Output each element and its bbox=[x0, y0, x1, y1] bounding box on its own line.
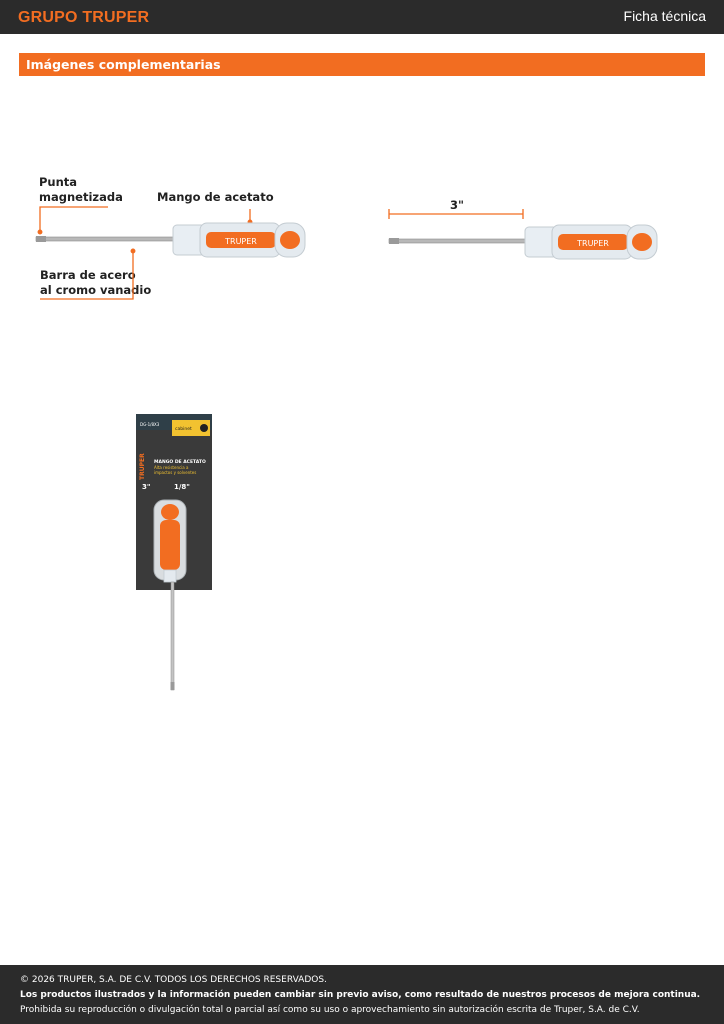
dimension-label: 3" bbox=[450, 198, 464, 212]
handle-logo-text-2: TRUPER bbox=[576, 239, 609, 248]
footer-notice: Los productos ilustrados y la informació… bbox=[20, 990, 701, 1000]
package-badge: cabinet bbox=[175, 426, 192, 432]
package-brand-vertical: TRUPER bbox=[139, 453, 146, 480]
callout-tip-label: Punta magnetizada bbox=[39, 175, 123, 204]
package-line2: Alta resistencia a bbox=[154, 465, 189, 470]
package-line3: impactos y solventes bbox=[154, 470, 196, 475]
footer-copyright: © 2026 TRUPER, S.A. DE C.V. TODOS LOS DE… bbox=[20, 975, 327, 985]
package-line1: MANGO DE ACETATO bbox=[154, 459, 206, 465]
packaged-product-image: DG-1/8X3 cabinet TRUPER MANGO DE ACETATO… bbox=[136, 414, 212, 691]
callout-handle-label: Mango de acetato bbox=[157, 190, 274, 204]
brand-logo: GRUPO TRUPER bbox=[18, 9, 150, 26]
handle-logo-text: TRUPER bbox=[224, 237, 257, 246]
document-type: Ficha técnica bbox=[623, 8, 706, 24]
footer: © 2026 TRUPER, S.A. DE C.V. TODOS LOS DE… bbox=[0, 965, 724, 1024]
top-bar: GRUPO TRUPER Ficha técnica bbox=[0, 0, 724, 34]
section-header: Imágenes complementarias bbox=[19, 53, 705, 76]
callout-bar-label: Barra de acero al cromo vanadio bbox=[40, 268, 152, 297]
package-length: 3" bbox=[142, 483, 151, 491]
screwdriver-dimension-image: TRUPER bbox=[388, 209, 658, 260]
footer-prohibition: Prohibida su reproducción o divulgación … bbox=[20, 1005, 640, 1015]
screwdriver-annotated-image: TRUPER bbox=[35, 206, 306, 300]
package-model: DG-1/8X3 bbox=[140, 422, 160, 427]
section-title: Imágenes complementarias bbox=[26, 57, 221, 72]
package-width: 1/8" bbox=[174, 483, 190, 491]
